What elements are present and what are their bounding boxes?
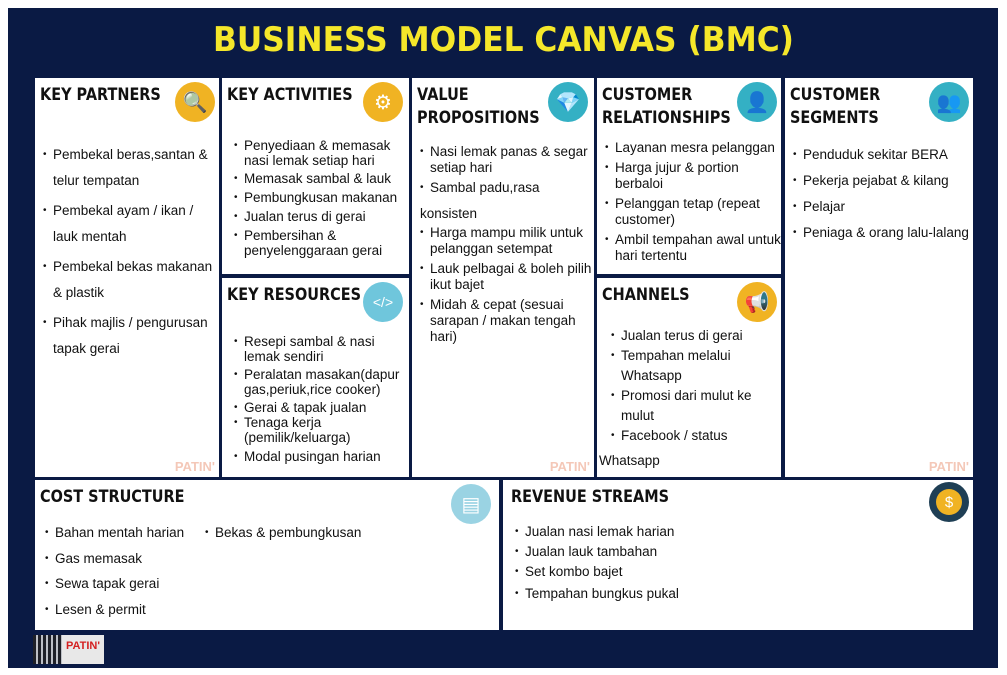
patin-logo: PATIN' (62, 635, 104, 664)
customer-segments-box: CUSTOMER SEGMENTS 👥 Penduduk sekitar BER… (785, 78, 973, 477)
list-item: konsisten (420, 206, 478, 221)
magnifier-icon: 🔍 (175, 82, 215, 122)
list-item: Ambil tempahan awal untuk hari tertentu (605, 232, 781, 264)
list-item: Pihak majlis / pengurusan tapak gerai (43, 310, 215, 362)
watermark: PATIN' (174, 459, 215, 474)
list-item: Jualan lauk tambahan (515, 542, 815, 562)
page-title: BUSINESS MODEL CANVAS (BMC) (213, 20, 794, 60)
list-item: Jualan terus di gerai (611, 326, 779, 346)
list-item: Harga jujur & portion berbaloi (605, 160, 781, 192)
document-icon: ▤ (451, 484, 491, 524)
list-item: Gerai & tapak jualan (234, 400, 406, 415)
people-icon: 👥 (929, 82, 969, 122)
list-item: Tempahan melalui Whatsapp (611, 346, 779, 386)
list-item: Pembekal bekas makanan & plastik (43, 254, 215, 306)
customer-relationships-title: CUSTOMER RELATIONSHIPS (602, 85, 731, 128)
list-item: Memasak sambal & lauk (234, 171, 406, 186)
head-icon: 👤 (737, 82, 777, 122)
diamond-icon: 💎 (548, 82, 588, 122)
list-item: Pembungkusan makanan (234, 190, 406, 205)
key-activities-box: KEY ACTIVITIES ⚙ Penyediaan & memasak na… (222, 78, 409, 274)
list-item: Sambal padu,rasa (420, 180, 592, 196)
key-partners-title: KEY PARTNERS (40, 85, 161, 105)
key-partners-box: KEY PARTNERS 🔍 Pembekal beras,santan & t… (35, 78, 219, 477)
list-item: Resepi sambal & nasi lemak sendiri (234, 334, 406, 364)
list-item: Harga mampu milik untuk pelanggan setemp… (420, 225, 592, 257)
list-item: Pelajar (793, 194, 973, 220)
list-item: Penduduk sekitar BERA (793, 142, 973, 168)
list-item: Pelanggan tetap (repeat customer) (605, 196, 781, 228)
list-item: Pembekal beras,santan & telur tempatan (43, 142, 215, 194)
list-item: Tenaga kerja (pemilik/keluarga) (234, 415, 406, 445)
channels-title: CHANNELS (602, 285, 690, 305)
list-item: Pembekal ayam / ikan / lauk mentah (43, 198, 215, 250)
list-item: Layanan mesra pelanggan (605, 140, 781, 156)
list-item: Bahan mentah harian (45, 520, 215, 546)
cost-structure-box: COST STRUCTURE ▤ Bahan mentah harian Gas… (35, 480, 499, 630)
list-item: Whatsapp (599, 453, 660, 468)
key-resources-box: KEY RESOURCES </> Resepi sambal & nasi l… (222, 278, 409, 477)
watermark: PATIN' (928, 459, 969, 474)
watermark: PATIN' (549, 459, 590, 474)
list-item: Set kombo bajet (515, 562, 815, 582)
list-item: Tempahan bungkus pukal (515, 584, 815, 604)
list-item: Peniaga & orang lalu-lalang (793, 220, 973, 246)
list-item: Pembersihan & penyelenggaraan gerai (234, 228, 406, 258)
list-item: Bekas & pembungkusan (205, 520, 405, 546)
list-item: Midah & cepat (sesuai sarapan / makan te… (420, 297, 592, 345)
channels-box: CHANNELS 📢 Jualan terus di gerai Tempaha… (597, 278, 781, 477)
monitor-icon: </> (363, 282, 403, 322)
gears-icon: ⚙ (363, 82, 403, 122)
list-item: Pekerja pejabat & kilang (793, 168, 973, 194)
customer-segments-title: CUSTOMER SEGMENTS (790, 85, 881, 128)
revenue-streams-box: REVENUE STREAMS $ Jualan nasi lemak hari… (503, 480, 973, 630)
list-item: Promosi dari mulut ke mulut (611, 386, 779, 426)
customer-relationships-box: CUSTOMER RELATIONSHIPS 👤 Layanan mesra p… (597, 78, 781, 274)
cost-structure-title: COST STRUCTURE (40, 487, 185, 507)
coin-icon: $ (929, 482, 969, 522)
key-resources-title: KEY RESOURCES (227, 285, 361, 305)
list-item: Facebook / status (611, 426, 779, 446)
list-item: Jualan terus di gerai (234, 209, 406, 224)
list-item: Gas memasak (45, 546, 215, 572)
list-item: Lesen & permit (45, 597, 215, 623)
revenue-streams-title: REVENUE STREAMS (511, 487, 670, 507)
list-item: Nasi lemak panas & segar setiap hari (420, 144, 592, 176)
list-item: Jualan nasi lemak harian (515, 522, 815, 542)
list-item: Penyediaan & memasak nasi lemak setiap h… (234, 138, 406, 168)
qr-code (33, 635, 62, 664)
list-item: Modal pusingan harian (234, 449, 406, 464)
list-item: Lauk pelbagai & boleh pilih ikut bajet (420, 261, 592, 293)
list-item: Peralatan masakan(dapur gas,periuk,rice … (234, 367, 406, 397)
megaphone-icon: 📢 (737, 282, 777, 322)
key-activities-title: KEY ACTIVITIES (227, 85, 353, 105)
list-item: Sewa tapak gerai (45, 571, 215, 597)
